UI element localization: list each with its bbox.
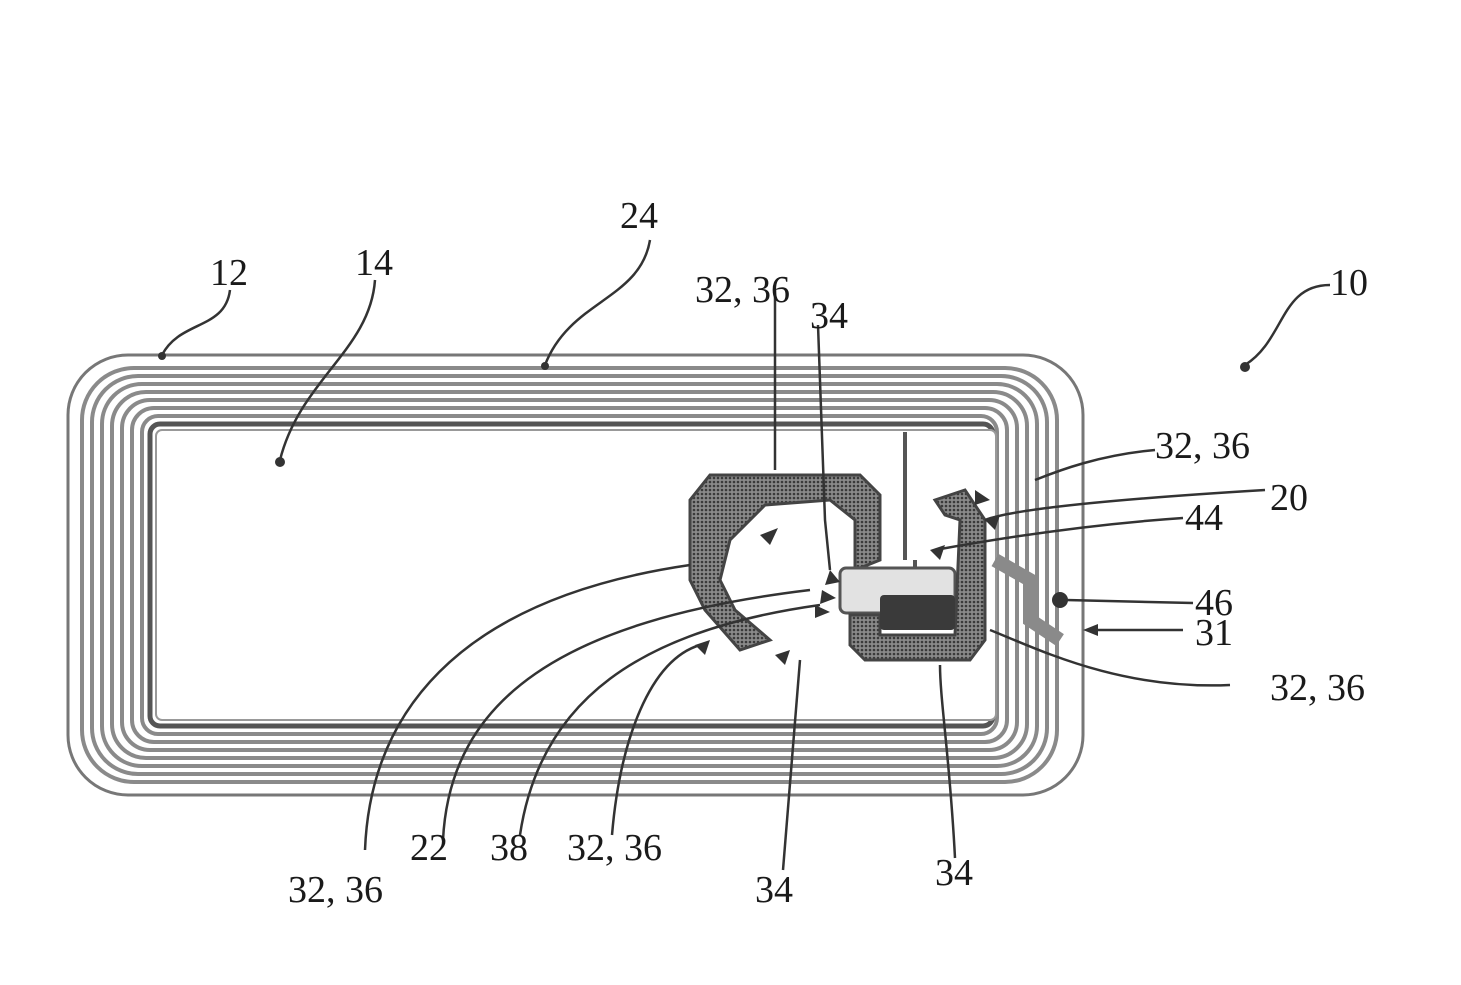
label-20: 20	[1270, 477, 1308, 519]
label-32-36-right-top: 32, 36	[1155, 425, 1250, 467]
label-22: 22	[410, 827, 448, 869]
label-34-bottom-b: 34	[935, 852, 973, 894]
label-34-bottom-a: 34	[755, 869, 793, 911]
label-32-36-bottom-b: 32, 36	[567, 827, 662, 869]
label-44: 44	[1185, 497, 1223, 539]
label-12: 12	[210, 252, 248, 294]
label-38: 38	[490, 827, 528, 869]
label-31: 31	[1195, 612, 1233, 654]
label-34-top: 34	[810, 295, 848, 337]
label-14: 14	[355, 242, 393, 284]
label-32-36-bottom-a: 32, 36	[288, 869, 383, 911]
contact-46	[1052, 592, 1068, 608]
chip-pad	[880, 595, 955, 630]
label-10: 10	[1330, 262, 1368, 304]
label-24: 24	[620, 195, 658, 237]
label-32-36-top: 32, 36	[695, 269, 790, 311]
label-32-36-right-bottom: 32, 36	[1270, 667, 1365, 709]
